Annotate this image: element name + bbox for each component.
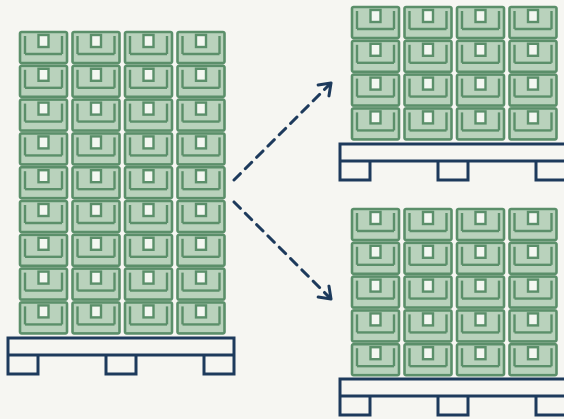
- cardboard-box-icon: [178, 32, 225, 63]
- cardboard-box-icon: [510, 7, 557, 38]
- cardboard-box-icon: [20, 201, 67, 232]
- cardboard-box-icon: [352, 310, 399, 341]
- cardboard-box-icon: [73, 302, 120, 333]
- cardboard-box-icon: [125, 100, 172, 131]
- cardboard-box-icon: [20, 269, 67, 300]
- cardboard-box-icon: [73, 167, 120, 198]
- cardboard-box-icon: [125, 235, 172, 266]
- cardboard-box-icon: [352, 108, 399, 139]
- cardboard-box-icon: [510, 243, 557, 274]
- cardboard-box-icon: [178, 66, 225, 97]
- cardboard-box-icon: [20, 167, 67, 198]
- cardboard-box-icon: [457, 277, 504, 308]
- cardboard-box-icon: [125, 302, 172, 333]
- cardboard-box-icon: [125, 201, 172, 232]
- cardboard-box-icon: [352, 209, 399, 240]
- cardboard-box-icon: [125, 32, 172, 63]
- cardboard-box-icon: [457, 209, 504, 240]
- cardboard-box-icon: [20, 235, 67, 266]
- cardboard-box-icon: [20, 133, 67, 164]
- cardboard-box-icon: [178, 167, 225, 198]
- cardboard-box-icon: [178, 235, 225, 266]
- cardboard-box-icon: [510, 108, 557, 139]
- cardboard-box-icon: [457, 108, 504, 139]
- cardboard-box-icon: [352, 41, 399, 72]
- cardboard-box-icon: [405, 277, 452, 308]
- cardboard-box-icon: [178, 269, 225, 300]
- cardboard-box-icon: [73, 100, 120, 131]
- cardboard-box-icon: [125, 133, 172, 164]
- cardboard-box-icon: [405, 7, 452, 38]
- top-split-pallet-stack: [340, 7, 564, 180]
- cardboard-box-icon: [405, 243, 452, 274]
- cardboard-box-icon: [73, 133, 120, 164]
- cardboard-box-icon: [457, 310, 504, 341]
- cardboard-box-icon: [405, 209, 452, 240]
- cardboard-box-icon: [20, 32, 67, 63]
- cardboard-box-icon: [73, 32, 120, 63]
- bottom-split-pallet-stack: [340, 209, 564, 415]
- cardboard-box-icon: [20, 302, 67, 333]
- cardboard-box-icon: [20, 66, 67, 97]
- cardboard-box-icon: [178, 201, 225, 232]
- cardboard-box-icon: [405, 310, 452, 341]
- cardboard-box-icon: [352, 7, 399, 38]
- cardboard-box-icon: [405, 41, 452, 72]
- cardboard-box-icon: [405, 344, 452, 375]
- cardboard-box-icon: [352, 344, 399, 375]
- cardboard-box-icon: [73, 235, 120, 266]
- cardboard-box-icon: [178, 302, 225, 333]
- cardboard-box-icon: [510, 310, 557, 341]
- cardboard-box-icon: [125, 66, 172, 97]
- cardboard-box-icon: [405, 108, 452, 139]
- cardboard-box-icon: [510, 209, 557, 240]
- cardboard-box-icon: [73, 269, 120, 300]
- cardboard-box-icon: [73, 201, 120, 232]
- cardboard-box-icon: [125, 269, 172, 300]
- cardboard-box-icon: [178, 100, 225, 131]
- cardboard-box-icon: [178, 133, 225, 164]
- cardboard-box-icon: [457, 7, 504, 38]
- cardboard-box-icon: [457, 344, 504, 375]
- cardboard-box-icon: [457, 41, 504, 72]
- cardboard-box-icon: [352, 277, 399, 308]
- cardboard-box-icon: [405, 75, 452, 106]
- cardboard-box-icon: [20, 100, 67, 131]
- cardboard-box-icon: [457, 75, 504, 106]
- cardboard-box-icon: [510, 344, 557, 375]
- cardboard-box-icon: [352, 75, 399, 106]
- cardboard-box-icon: [510, 75, 557, 106]
- cardboard-box-icon: [125, 167, 172, 198]
- cardboard-box-icon: [510, 277, 557, 308]
- cardboard-box-icon: [510, 41, 557, 72]
- cardboard-box-icon: [352, 243, 399, 274]
- cardboard-box-icon: [457, 243, 504, 274]
- cardboard-box-icon: [73, 66, 120, 97]
